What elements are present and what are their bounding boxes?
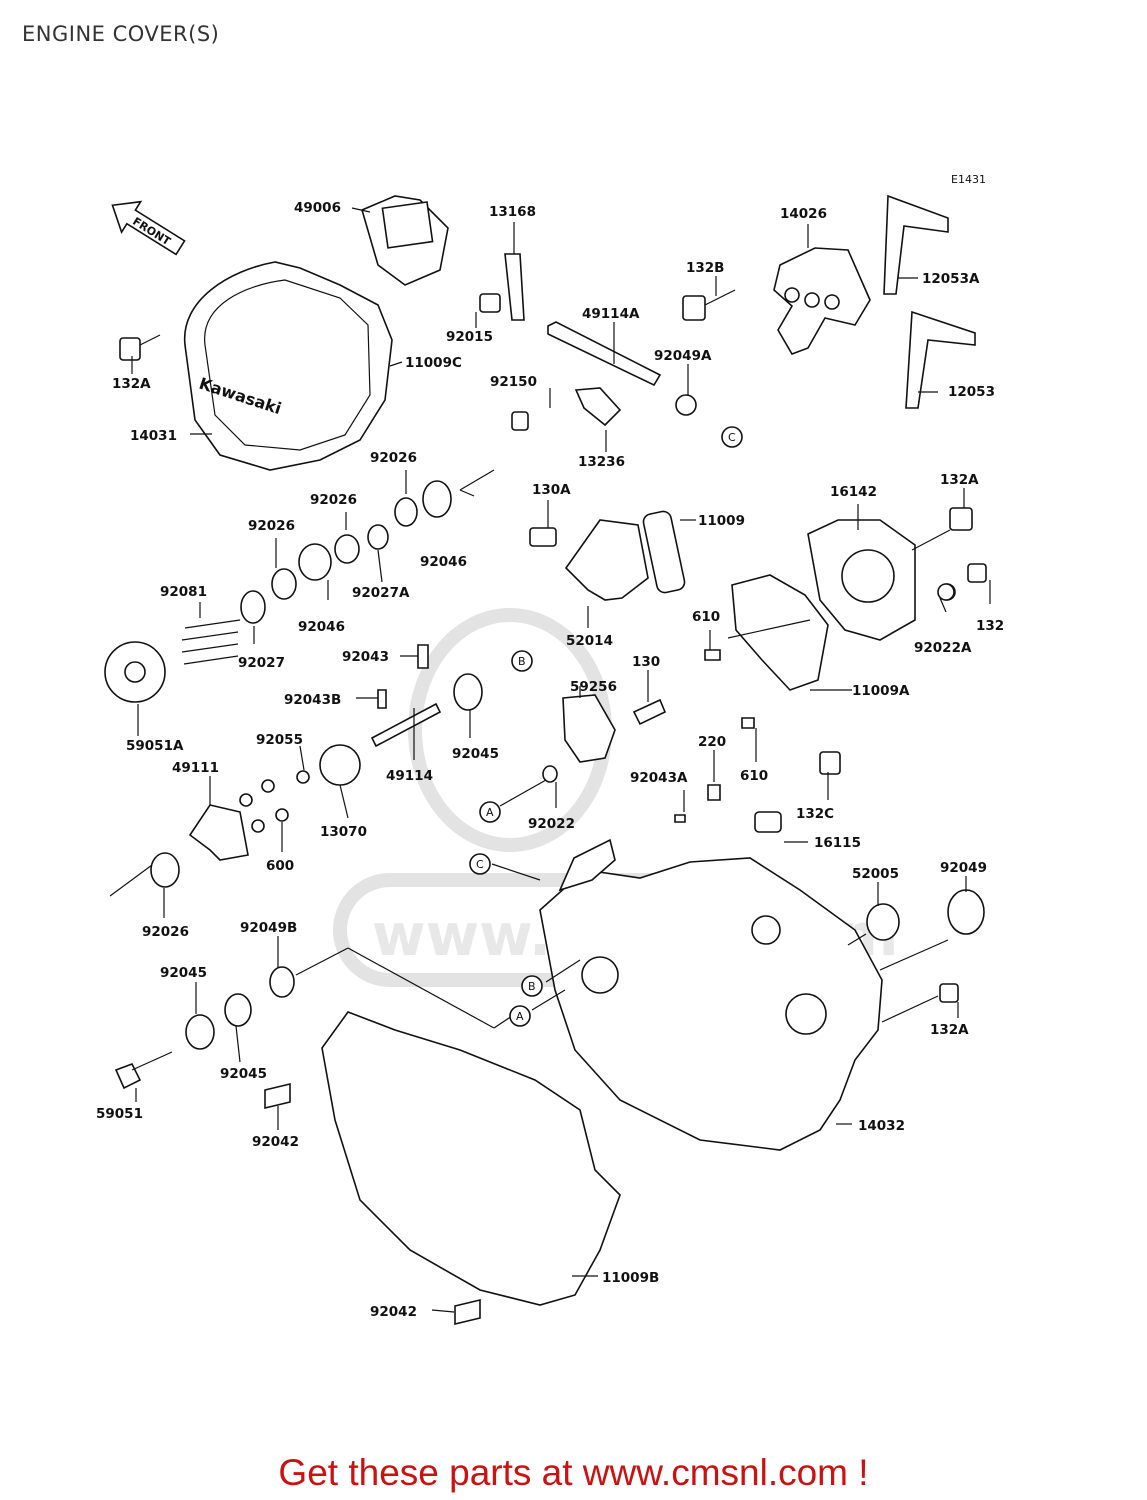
part-label: 92027	[238, 655, 285, 671]
callout-c-upper: C	[721, 426, 743, 448]
part-label: 13236	[578, 454, 625, 470]
part-label: 92026	[248, 518, 295, 534]
part-label: 132A	[930, 1022, 969, 1038]
svg-text:C: C	[476, 858, 484, 871]
part-label: 132	[976, 618, 1004, 634]
svg-text:B: B	[528, 980, 536, 993]
part-label: 600	[266, 858, 294, 874]
footer-banner[interactable]: Get these parts at www.cmsnl.com !	[278, 1452, 869, 1493]
part-label: 132C	[796, 806, 834, 822]
part-label: 92049	[940, 860, 987, 876]
part-label: 92026	[310, 492, 357, 508]
svg-text:B: B	[518, 655, 526, 668]
part-11009a-shape	[731, 574, 829, 691]
part-label: 132A	[940, 472, 979, 488]
part-label: 49006	[294, 200, 341, 216]
part-label: 92049B	[240, 920, 297, 936]
part-label: 610	[740, 768, 768, 784]
svg-text:C: C	[728, 431, 736, 444]
part-label: 59051A	[126, 738, 184, 754]
part-label: 49114A	[582, 306, 640, 322]
svg-text:A: A	[486, 806, 494, 819]
part-label: 92027A	[352, 585, 410, 601]
part-49006-shape	[361, 195, 449, 286]
part-label: 92015	[446, 329, 493, 345]
part-label: 92043A	[630, 770, 688, 786]
part-label: 610	[692, 609, 720, 625]
part-label: 92045	[452, 746, 499, 762]
part-label: 52005	[852, 866, 899, 882]
part-label: 130	[632, 654, 660, 670]
front-arrow-icon: FRONT	[111, 200, 186, 256]
part-label: 92042	[370, 1304, 417, 1320]
part-label: 92026	[142, 924, 189, 940]
part-label: 13070	[320, 824, 367, 840]
part-label: 132B	[686, 260, 724, 276]
part-12053a-shape	[883, 194, 949, 295]
part-label: 92042	[252, 1134, 299, 1150]
part-49114a-shape	[547, 321, 662, 387]
part-label: 14031	[130, 428, 177, 444]
part-11009b-shape	[321, 1011, 621, 1306]
part-labels: 49006 13168 14026 12053A 132B 92015 4911…	[96, 200, 1004, 1320]
part-label: 49111	[172, 760, 219, 776]
part-label: 220	[698, 734, 726, 750]
part-label: 12053	[948, 384, 995, 400]
callout-a-lower: A	[509, 1005, 531, 1027]
page-title: ENGINE COVER(S)	[22, 22, 220, 46]
part-label: 132A	[112, 376, 151, 392]
part-label: 11009C	[405, 355, 462, 371]
part-label: 92081	[160, 584, 207, 600]
part-label: 92022A	[914, 640, 972, 656]
part-14026-shape	[773, 247, 871, 355]
part-label: 52014	[566, 633, 613, 649]
spring-and-gear	[104, 619, 241, 703]
part-label: 92026	[370, 450, 417, 466]
washers-and-bearings	[150, 480, 985, 1050]
part-label: 92046	[298, 619, 345, 635]
part-label: 92046	[420, 554, 467, 570]
callout-a-mid: A	[479, 801, 501, 823]
diagram-code: E1431	[951, 173, 986, 186]
part-label: 11009	[698, 513, 745, 529]
lower-hardware	[114, 751, 959, 1326]
part-label: 92150	[490, 374, 537, 390]
part-12053-shape	[905, 310, 976, 409]
part-label: 130A	[532, 482, 571, 498]
part-label: 16115	[814, 835, 861, 851]
part-label: 92043	[342, 649, 389, 665]
part-label: 14026	[780, 206, 827, 222]
part-label: 13168	[489, 204, 536, 220]
part-label: 11009B	[602, 1270, 659, 1286]
clutch-cover: Kawasaki	[183, 261, 393, 471]
part-label: 92049A	[654, 348, 712, 364]
main-cover	[539, 811, 883, 1151]
part-label: 59256	[570, 679, 617, 695]
part-label: 92043B	[284, 692, 341, 708]
part-label: 92045	[220, 1066, 267, 1082]
pump-parts	[188, 644, 755, 861]
part-label: 92022	[528, 816, 575, 832]
part-label: 16142	[830, 484, 877, 500]
part-label: 92055	[256, 732, 303, 748]
part-label: 49114	[386, 768, 433, 784]
part-label: 11009A	[852, 683, 910, 699]
part-label: 92045	[160, 965, 207, 981]
water-pipe	[564, 510, 686, 601]
svg-text:A: A	[516, 1010, 524, 1023]
callout-b-lower: B	[521, 975, 543, 997]
part-label: 12053A	[922, 271, 980, 287]
callout-c-mid: C	[469, 853, 491, 875]
part-label: 59051	[96, 1106, 143, 1122]
callout-b-upper: B	[511, 650, 533, 672]
part-label: 14032	[858, 1118, 905, 1134]
leader-lines	[109, 207, 991, 1313]
